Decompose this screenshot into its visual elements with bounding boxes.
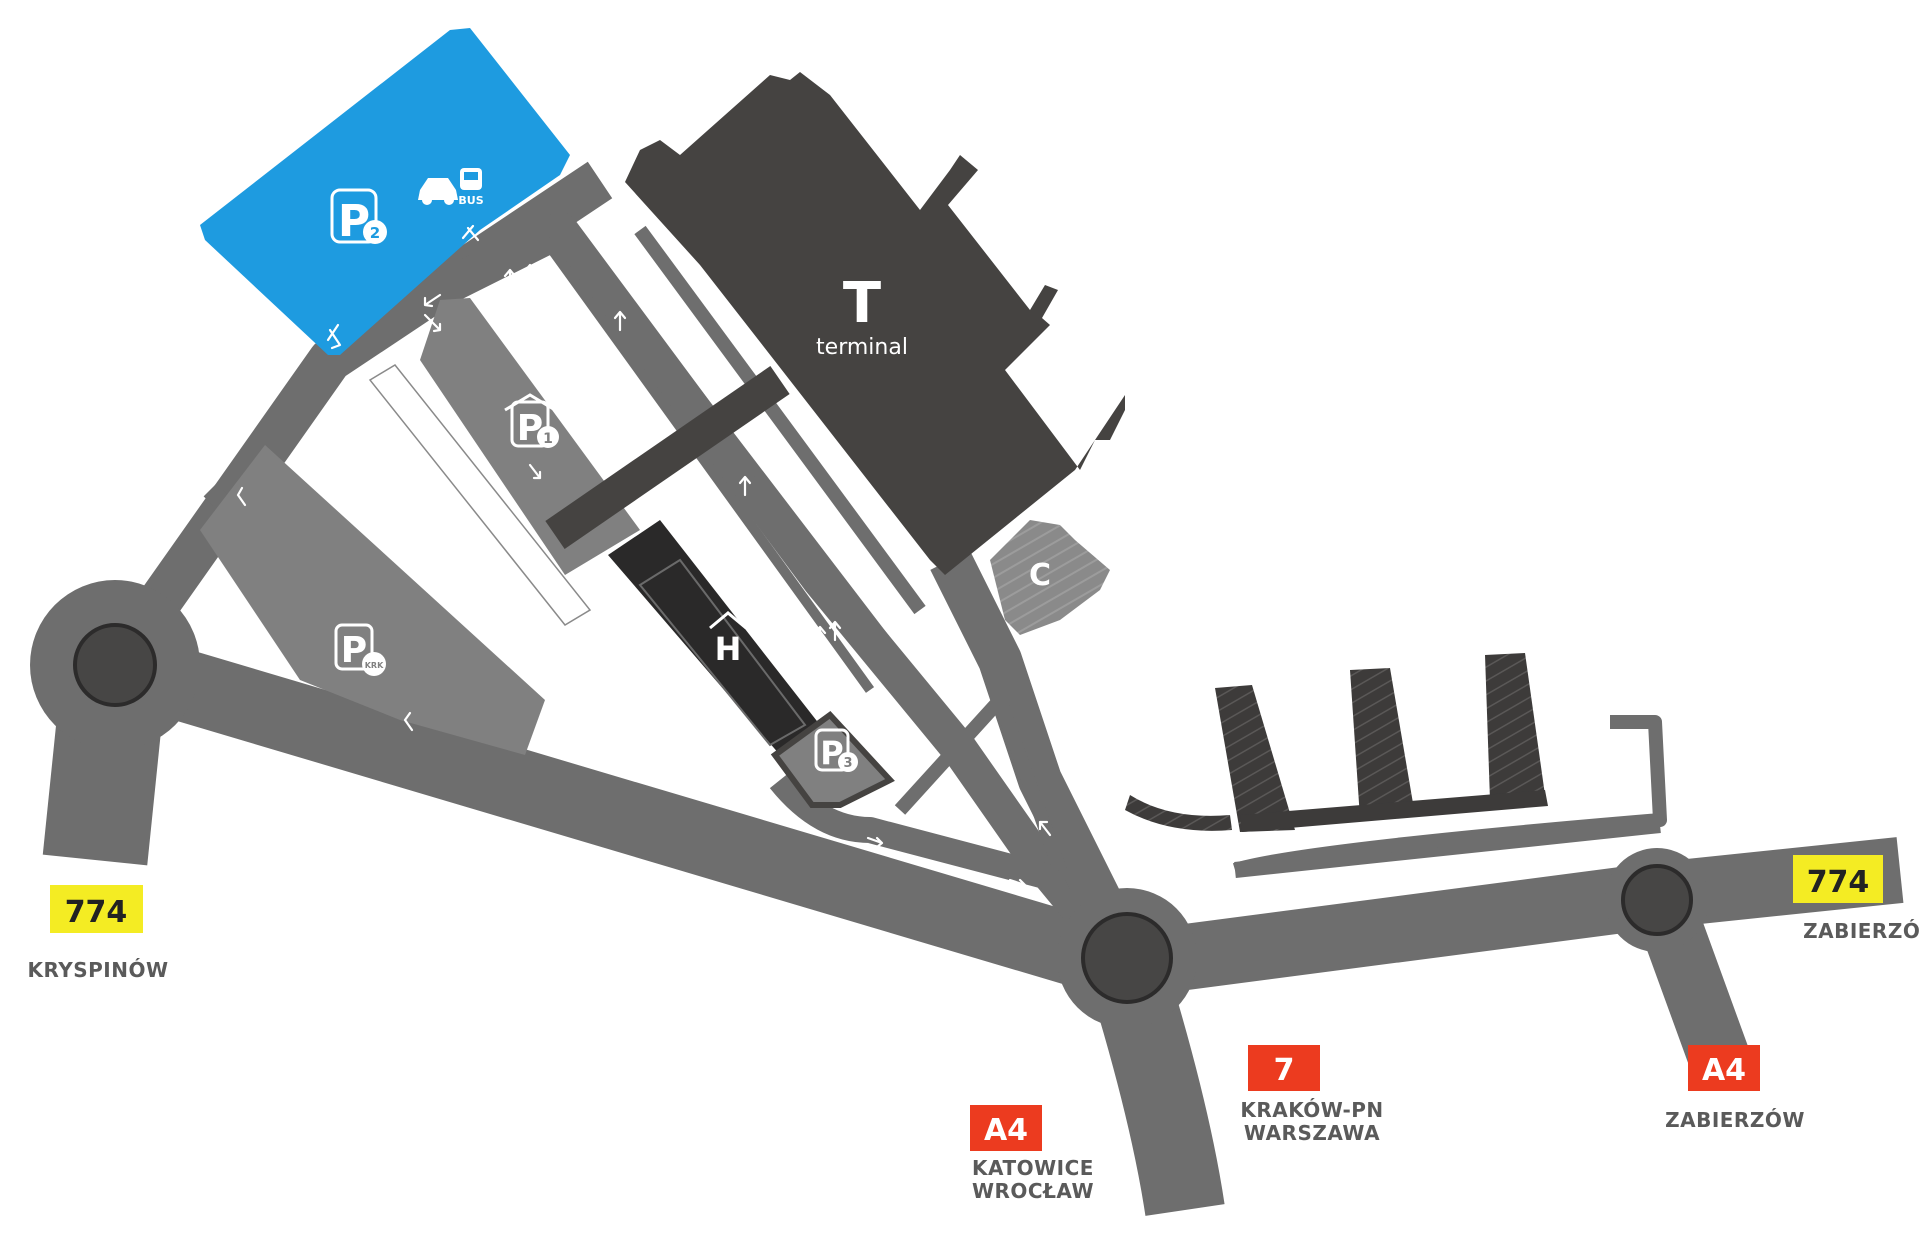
parking-p3-number: 3 <box>843 756 852 771</box>
parking-pkrk <box>200 445 545 755</box>
stand-3 <box>1485 653 1545 800</box>
car-icon <box>418 178 458 205</box>
terminal-label: T terminal <box>816 271 908 360</box>
road-number-badge <box>1248 1045 1320 1091</box>
terminal-letter: T <box>843 271 881 336</box>
road-terminal-inner-3 <box>634 225 926 615</box>
main-highway <box>104 630 1136 1000</box>
pedestrian-bridge <box>545 366 790 549</box>
roundabout-east <box>1605 848 1709 952</box>
arrow-icon <box>523 263 537 287</box>
road-number: 7 <box>1274 1053 1295 1088</box>
road-sign-a4-southeast: A4 ZABIERZÓW <box>1665 1045 1805 1132</box>
bus-icon <box>460 168 482 190</box>
arrow-icon <box>236 486 247 507</box>
road-destination-line2: WARSZAWA <box>1244 1121 1380 1145</box>
arrow-icon <box>828 620 842 642</box>
arrow-icon <box>423 293 442 308</box>
parking-p2-badge <box>330 188 378 244</box>
stand-2 <box>1350 668 1415 818</box>
terminal-name: terminal <box>816 335 908 360</box>
road-sign-7: 7 KRAKÓW-PN WARSZAWA <box>1240 1045 1383 1145</box>
arrow-icon <box>763 758 777 774</box>
road-number: A4 <box>984 1113 1028 1148</box>
road-number-badge <box>1793 855 1883 903</box>
building-c <box>990 520 1110 635</box>
arrow-icon <box>461 224 480 242</box>
parking-p3-letter: P <box>820 734 843 772</box>
stand-base <box>1240 790 1548 832</box>
road-destination: KRYSPINÓW <box>27 958 168 982</box>
arrow-icon <box>1038 820 1052 837</box>
parking-p2-letter: P <box>338 196 370 247</box>
road-destination: ZABIERZÓW <box>1665 1108 1805 1132</box>
road-number-badge <box>1688 1045 1760 1091</box>
parking-pkrk-sub: KRK <box>365 661 384 670</box>
arrow-icon <box>613 310 627 332</box>
arrow-icon <box>643 405 657 427</box>
road-p3-loop <box>769 771 1064 893</box>
parking-p1-number: 1 <box>543 431 553 447</box>
road-terminal-inner-2 <box>576 236 909 669</box>
road-sign-774-west: 774 KRYSPINÓW <box>27 885 168 982</box>
road-destination-line1: KRAKÓW-PN <box>1240 1098 1383 1122</box>
hotel-letter: H <box>715 630 742 668</box>
parking-p2-sign: P 2 BUS <box>330 168 484 247</box>
road-sign-a4-south: A4 KATOWICE WROCŁAW <box>970 1105 1094 1203</box>
bus-label: BUS <box>458 194 483 207</box>
arrow-icon <box>1008 878 1027 891</box>
arrow-icon <box>738 475 752 497</box>
arrow-icon <box>866 836 884 849</box>
east-parking-stands <box>1125 653 1548 832</box>
roundabout-west <box>30 580 200 750</box>
road-p3-connector <box>894 693 1067 873</box>
road-destination-line2: WROCŁAW <box>972 1179 1094 1203</box>
road-number-badge <box>970 1105 1042 1151</box>
parking-pkrk-sign: P KRK <box>334 623 386 676</box>
east-highway <box>1120 837 1904 998</box>
arrow-icon <box>503 268 517 292</box>
road-service-east-2 <box>1232 715 1667 877</box>
parking-p1-sign: P 1 <box>504 393 559 449</box>
direction-arrows <box>236 224 1052 891</box>
hotel-building <box>608 520 820 755</box>
roundabout-central <box>1057 888 1197 1028</box>
road-number: A4 <box>1702 1053 1746 1088</box>
arrow-icon <box>423 313 442 333</box>
road-destination: ZABIERZÓW <box>1803 919 1920 943</box>
arrow-icon <box>528 463 542 480</box>
parking-p3-sign: P 3 <box>814 728 858 772</box>
road-number: 774 <box>65 895 128 930</box>
hotel-sign: H <box>709 611 747 668</box>
arrow-icon <box>623 410 637 432</box>
road-number-badge <box>50 885 143 933</box>
road-number: 774 <box>1807 865 1870 900</box>
kiss-and-fly-area <box>368 364 592 626</box>
stand-curve <box>1125 795 1232 831</box>
hotel-icon <box>709 611 747 630</box>
road-sign-774-east: 774 ZABIERZÓW <box>1793 855 1920 943</box>
road-departures <box>930 550 1120 910</box>
parking-p3 <box>770 711 895 808</box>
stand-1 <box>1215 685 1295 832</box>
road-destination-line1: KATOWICE <box>972 1156 1094 1180</box>
road-terminal-inner-1 <box>540 237 875 693</box>
parking-p2 <box>200 28 570 355</box>
arrow-icon <box>326 323 342 350</box>
building-c-label: C <box>1029 558 1051 593</box>
arrow-icon <box>403 711 414 732</box>
parking-p2-number: 2 <box>370 224 380 242</box>
arrow-icon <box>813 625 827 647</box>
terminal-building <box>625 72 1125 575</box>
